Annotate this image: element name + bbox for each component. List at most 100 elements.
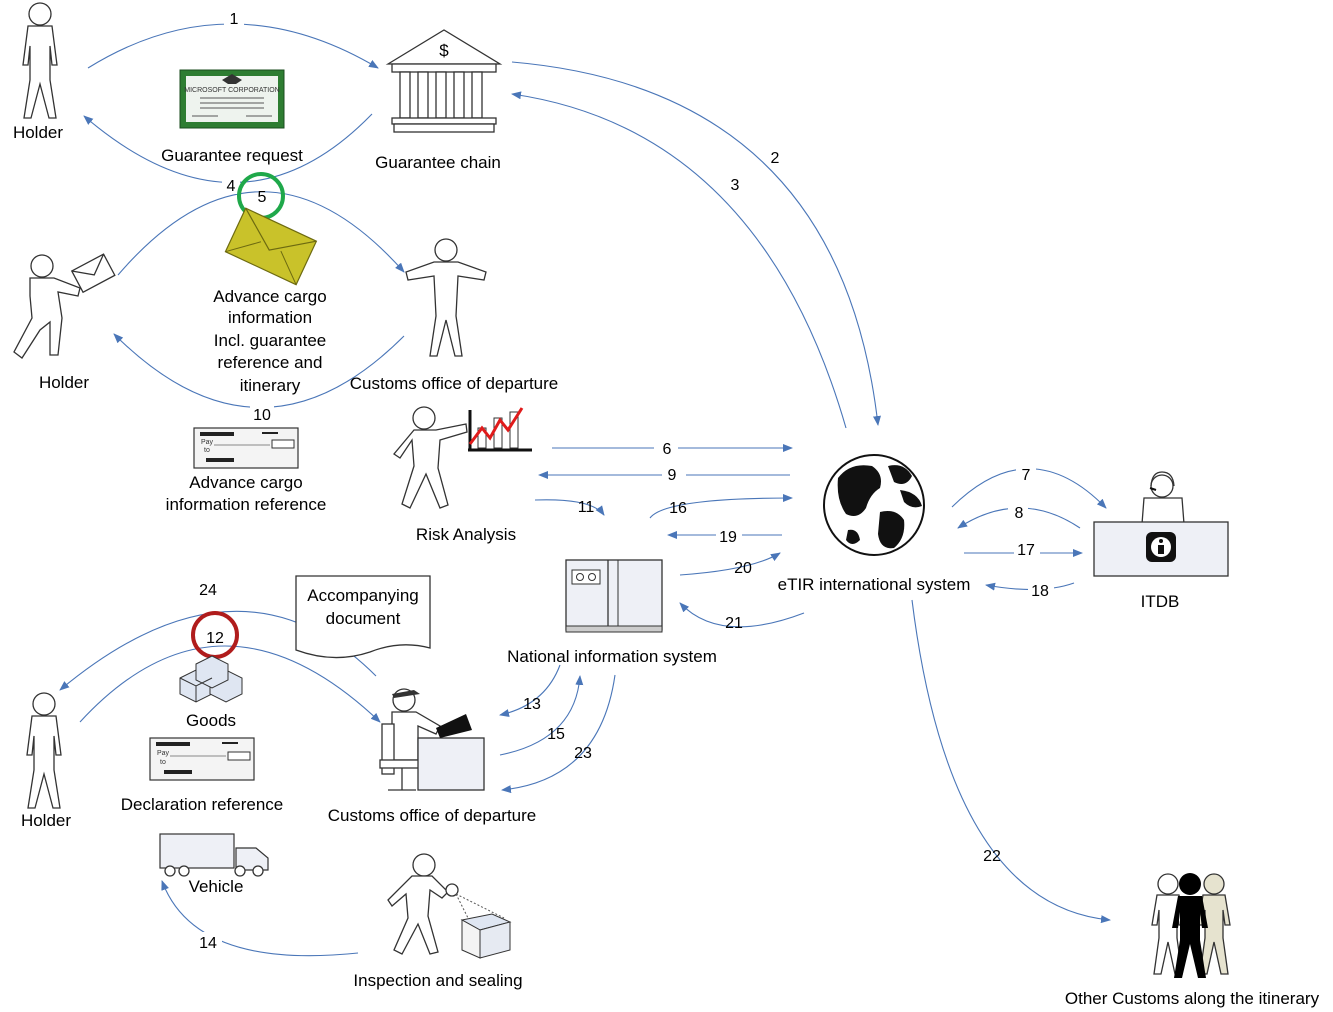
arrow-21 bbox=[679, 602, 805, 628]
step-3: 3 bbox=[731, 177, 740, 194]
arrow-14 bbox=[161, 880, 359, 957]
itdb: ITDB bbox=[1093, 471, 1229, 611]
holder-top: Holder bbox=[13, 2, 63, 142]
other-customs: Other Customs along the itinerary bbox=[1065, 873, 1320, 1008]
analyst-icon bbox=[393, 406, 468, 509]
advance-cargo-info: Advance cargo information Incl. guarante… bbox=[213, 207, 327, 395]
step-20: 20 bbox=[734, 560, 752, 577]
step-10: 10 bbox=[253, 407, 271, 424]
vehicle: Vehicle bbox=[159, 833, 269, 896]
step-21: 21 bbox=[725, 615, 743, 632]
customs-officer-icon bbox=[405, 238, 487, 357]
step-2: 2 bbox=[771, 150, 780, 167]
arrow-12 bbox=[79, 645, 381, 723]
guarantee-certificate: MICROSOFT CORPORATION Guarantee request bbox=[161, 69, 303, 165]
step-4: 4 bbox=[227, 178, 236, 195]
arrow-5 bbox=[117, 191, 405, 276]
customs-departure-bottom-label: Customs office of departure bbox=[328, 806, 537, 825]
nis-label: National information system bbox=[507, 647, 717, 666]
svg-text:information: information bbox=[228, 308, 312, 327]
cheque-icon: Pay to bbox=[193, 427, 299, 469]
holder-bottom: Holder bbox=[21, 692, 71, 830]
guarantee-request-label: Guarantee request bbox=[161, 146, 303, 165]
national-information-system: National information system bbox=[507, 559, 717, 666]
arrow-13 bbox=[499, 664, 561, 717]
arrow-23 bbox=[501, 674, 616, 794]
svg-text:Pay: Pay bbox=[201, 439, 214, 446]
svg-text:to: to bbox=[160, 759, 166, 766]
cheque-icon-2: Pay to bbox=[149, 737, 255, 781]
step-15: 15 bbox=[547, 726, 565, 743]
holder-with-letter-icon bbox=[13, 253, 116, 359]
goods: Goods bbox=[179, 655, 243, 730]
other-customs-label: Other Customs along the itinerary bbox=[1065, 989, 1320, 1008]
arrow-20 bbox=[679, 552, 781, 576]
inspection-label: Inspection and sealing bbox=[353, 971, 522, 990]
document-icon bbox=[295, 575, 431, 659]
holder-bottom-icon bbox=[26, 692, 62, 809]
step-6: 6 bbox=[663, 441, 672, 458]
advance-cargo-info-reference: Pay to Advance cargo information referen… bbox=[166, 427, 327, 514]
mainframe-icon bbox=[565, 559, 663, 633]
declaration-reference: Pay to Declaration reference bbox=[121, 737, 284, 814]
svg-text:itinerary: itinerary bbox=[240, 376, 301, 395]
step-18: 18 bbox=[1031, 583, 1049, 600]
step-8: 8 bbox=[1015, 505, 1024, 522]
arrow-3 bbox=[511, 91, 847, 429]
arrow-22 bbox=[911, 599, 1111, 924]
customs-departure-top: Customs office of departure bbox=[350, 238, 559, 393]
help-desk-icon bbox=[1093, 471, 1229, 577]
step-13: 13 bbox=[523, 696, 541, 713]
group-of-people-icon bbox=[1151, 873, 1231, 978]
step-19: 19 bbox=[719, 529, 737, 546]
step-16: 16 bbox=[669, 500, 687, 517]
arrow-15 bbox=[499, 675, 584, 756]
svg-text:to: to bbox=[204, 447, 210, 454]
customs-officer-desk-icon bbox=[379, 688, 485, 791]
declaration-reference-label: Declaration reference bbox=[121, 795, 284, 814]
boxes-icon bbox=[179, 655, 243, 703]
step-24: 24 bbox=[199, 582, 217, 599]
goods-label: Goods bbox=[186, 711, 236, 730]
svg-text:document: document bbox=[326, 609, 401, 628]
arrow-11 bbox=[534, 499, 605, 516]
etir-international-system: eTIR international system bbox=[778, 454, 971, 594]
step-11: 11 bbox=[578, 499, 595, 516]
holder-bottom-label: Holder bbox=[21, 811, 71, 830]
etir-label: eTIR international system bbox=[778, 575, 971, 594]
svg-text:MICROSOFT CORPORATION: MICROSOFT CORPORATION bbox=[184, 87, 279, 94]
step-22: 22 bbox=[983, 848, 1001, 865]
customs-departure-top-label: Customs office of departure bbox=[350, 374, 559, 393]
step-5: 5 bbox=[258, 189, 267, 206]
step-12: 12 bbox=[206, 630, 224, 647]
risk-analysis-label: Risk Analysis bbox=[416, 525, 516, 544]
step-7: 7 bbox=[1022, 467, 1031, 484]
svg-text:information reference: information reference bbox=[166, 495, 327, 514]
inspection-and-sealing: Inspection and sealing bbox=[353, 853, 523, 990]
arrow-16 bbox=[649, 494, 793, 519]
svg-text:Incl. guarantee: Incl. guarantee bbox=[214, 331, 326, 350]
step-numbers: 1 2 3 4 5 6 7 8 9 10 11 12 13 14 15 16 1… bbox=[196, 8, 1054, 952]
step-23: 23 bbox=[574, 745, 592, 762]
svg-text:Advance cargo: Advance cargo bbox=[189, 473, 302, 492]
arrow-1 bbox=[87, 23, 379, 69]
guarantee-chain: $ Guarantee chain bbox=[375, 29, 503, 172]
holder-mid: Holder bbox=[13, 253, 116, 392]
svg-text:Accompanying: Accompanying bbox=[307, 586, 419, 605]
holder-top-label: Holder bbox=[13, 123, 63, 142]
holder-mid-label: Holder bbox=[39, 373, 89, 392]
risk-analysis: Risk Analysis bbox=[393, 406, 532, 544]
globe-icon bbox=[823, 454, 925, 556]
step-14: 14 bbox=[199, 935, 217, 952]
step-1: 1 bbox=[230, 11, 239, 28]
itdb-label: ITDB bbox=[1141, 592, 1180, 611]
vehicle-label: Vehicle bbox=[189, 877, 244, 896]
holder-top-icon bbox=[22, 2, 58, 119]
step-9: 9 bbox=[668, 467, 677, 484]
envelope-icon bbox=[224, 207, 318, 286]
truck-icon bbox=[159, 833, 269, 877]
step-17: 17 bbox=[1017, 542, 1035, 559]
svg-text:reference and: reference and bbox=[218, 353, 323, 372]
svg-text:Pay: Pay bbox=[157, 750, 170, 757]
